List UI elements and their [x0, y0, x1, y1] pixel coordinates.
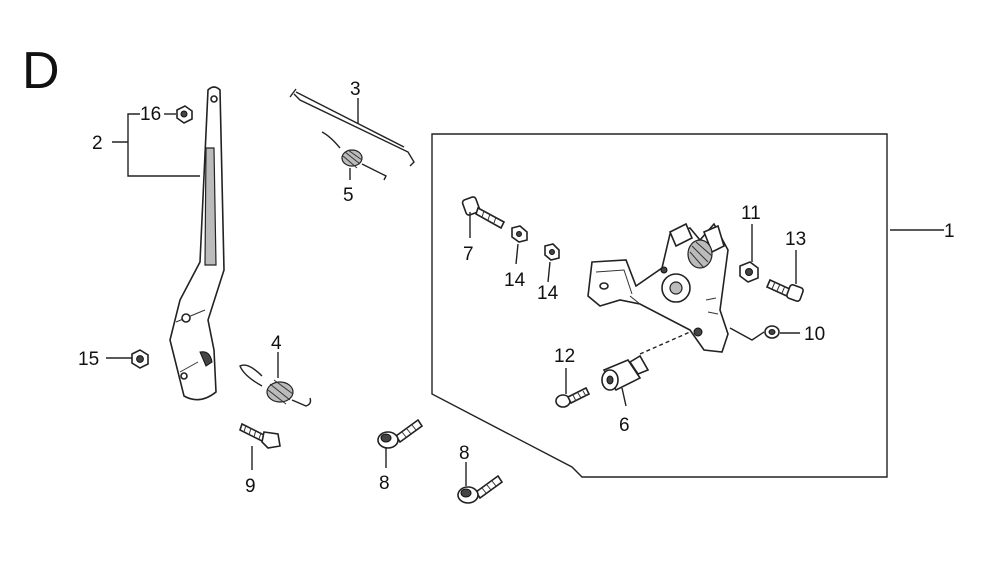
- callout-4: 4: [271, 333, 282, 354]
- nut-16-part: [176, 105, 193, 124]
- callout-14b: 14: [537, 283, 559, 304]
- leader-14a: [515, 243, 519, 265]
- callout-16: 16: [140, 104, 161, 125]
- callout-6: 6: [619, 415, 630, 436]
- leader-6: [621, 387, 627, 407]
- washer-10-part: [764, 325, 780, 339]
- callout-9: 9: [245, 476, 256, 497]
- screw-12-part: [555, 386, 591, 408]
- bolt-9-part: [239, 422, 281, 449]
- nut-11-part: [739, 261, 759, 283]
- callout-10: 10: [804, 324, 825, 345]
- throttle-rod-part: [289, 88, 415, 167]
- callout-13: 13: [785, 229, 806, 250]
- bolt-8b-part: [457, 474, 504, 504]
- bolt-8a-part: [377, 418, 424, 449]
- throttle-lever-part: [169, 86, 225, 401]
- nut-15-part: [131, 349, 149, 369]
- leader-10: [729, 327, 800, 341]
- control-base-part: [587, 222, 729, 353]
- leader-6-dashed: [639, 331, 691, 355]
- nut-14b-part: [544, 243, 560, 261]
- screw-7-part: [461, 196, 506, 230]
- pin-6-part: [601, 354, 650, 392]
- leader-14b: [547, 261, 551, 283]
- callout-8b: 8: [459, 443, 470, 464]
- callout-7: 7: [463, 244, 474, 265]
- assembly-boundary: [431, 133, 888, 478]
- callout-8a: 8: [379, 473, 390, 494]
- callout-2: 2: [92, 133, 103, 154]
- leader-2: [112, 113, 200, 177]
- callout-1: 1: [944, 221, 955, 242]
- callout-11: 11: [741, 203, 761, 224]
- callout-5: 5: [343, 185, 354, 206]
- callout-12: 12: [554, 346, 575, 367]
- nut-14a-part: [511, 225, 528, 243]
- callout-3: 3: [350, 79, 361, 100]
- section-letter: D: [22, 42, 60, 100]
- bolt-13-part: [765, 278, 804, 302]
- spring-5-part: [321, 131, 387, 181]
- callout-15: 15: [78, 349, 99, 370]
- callout-14a: 14: [504, 270, 526, 291]
- spring-4-part: [239, 364, 312, 407]
